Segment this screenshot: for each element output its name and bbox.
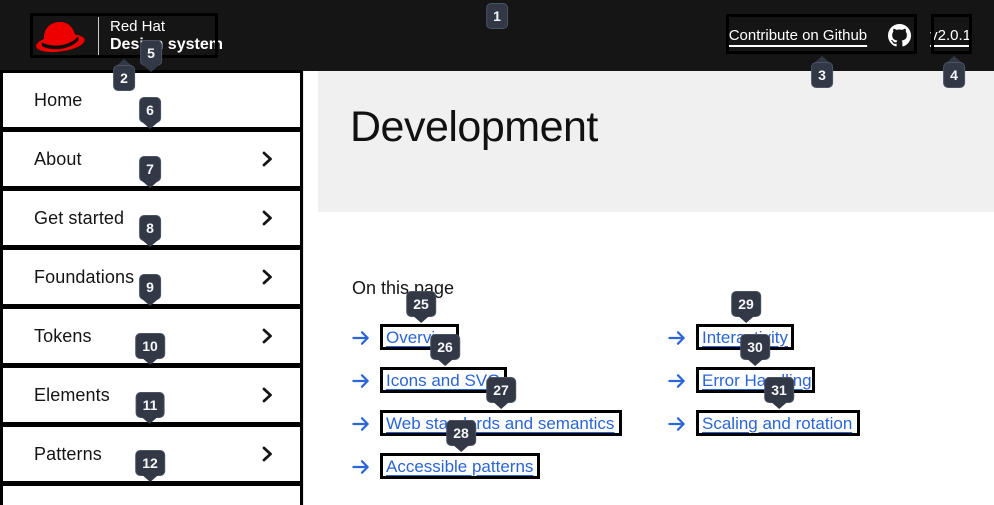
toc-link-icons-and-svgs[interactable]: Icons and SVGs xyxy=(386,370,509,390)
sidebar-item-label: Home xyxy=(34,89,83,110)
sidebar-item-elements[interactable]: Elements xyxy=(0,366,303,425)
brand-line1: Red Hat xyxy=(110,17,166,35)
red-hat-fedora-icon xyxy=(33,15,87,56)
top-bar-right: Contribute on Github v2.0.1 xyxy=(729,24,971,47)
sidebar-item-row xyxy=(0,484,303,505)
arrow-right-icon xyxy=(352,416,371,432)
sidebar-item-label: Tokens xyxy=(34,325,92,346)
brand-divider xyxy=(98,16,99,55)
chevron-right-icon xyxy=(262,269,273,285)
arrow-right-icon xyxy=(668,416,687,432)
toc-link-accessible-patterns[interactable]: Accessible patterns xyxy=(386,456,534,476)
toc-row: Web standards and semantics xyxy=(352,402,614,445)
contribute-link[interactable]: Contribute on Github xyxy=(728,24,912,47)
toc-row: Icons and SVGs xyxy=(352,359,614,402)
chevron-right-icon xyxy=(262,446,273,462)
sidebar-item-patterns[interactable]: Patterns xyxy=(0,425,303,484)
arrow-right-icon xyxy=(352,373,371,389)
sidebar-item-get-started[interactable]: Get started xyxy=(0,189,303,248)
toc-row: Accessible patterns xyxy=(352,445,614,488)
arrow-right-icon xyxy=(352,459,371,475)
toc-row: Scaling and rotation xyxy=(668,402,852,445)
chevron-right-icon xyxy=(262,151,273,167)
chevron-right-icon xyxy=(262,387,273,403)
sidebar-item-label: Patterns xyxy=(34,443,102,464)
contribute-label: Contribute on Github xyxy=(728,27,868,44)
github-icon xyxy=(888,24,912,47)
sidebar-item-label: Get started xyxy=(34,207,125,228)
version-link[interactable]: v2.0.1 xyxy=(930,27,971,44)
chevron-right-icon xyxy=(262,210,273,226)
sidebar-item-label: Foundations xyxy=(34,266,135,287)
brand-line2: Design system xyxy=(110,35,223,53)
sidebar-item-label: About xyxy=(34,148,82,169)
on-this-page-heading: On this page xyxy=(352,278,455,298)
arrow-right-icon xyxy=(668,330,687,346)
toc-link-error-handling[interactable]: Error Handling xyxy=(702,370,812,390)
chevron-right-icon xyxy=(262,328,273,344)
toc-row: Error Handling xyxy=(668,359,852,402)
sidebar-item-tokens[interactable]: Tokens xyxy=(0,307,303,366)
brand-name: Red Hat Design system xyxy=(110,18,223,54)
toc-link-web-standards-and-semantics[interactable]: Web standards and semantics xyxy=(386,413,615,433)
page-title: Development xyxy=(350,103,598,151)
toc-link-scaling-and-rotation[interactable]: Scaling and rotation xyxy=(702,413,853,433)
brand-logo-link[interactable]: Red Hat Design system xyxy=(33,15,223,56)
sidebar-item-about[interactable]: About xyxy=(0,130,303,189)
arrow-right-icon xyxy=(668,373,687,389)
top-bar: Red Hat Design system Contribute on Gith… xyxy=(0,0,994,71)
sidebar-item-home[interactable]: Home xyxy=(0,71,303,130)
arrow-right-icon xyxy=(352,330,371,346)
sidebar-item-foundations[interactable]: Foundations xyxy=(0,248,303,307)
toc-row: Interactivity xyxy=(668,316,852,359)
toc-link-overview[interactable]: Overview xyxy=(386,327,457,347)
toc-row: Overview xyxy=(352,316,614,359)
page-hero: Development xyxy=(318,71,994,212)
sidebar-item-label: Elements xyxy=(34,384,110,405)
toc-link-interactivity[interactable]: Interactivity xyxy=(702,327,788,347)
